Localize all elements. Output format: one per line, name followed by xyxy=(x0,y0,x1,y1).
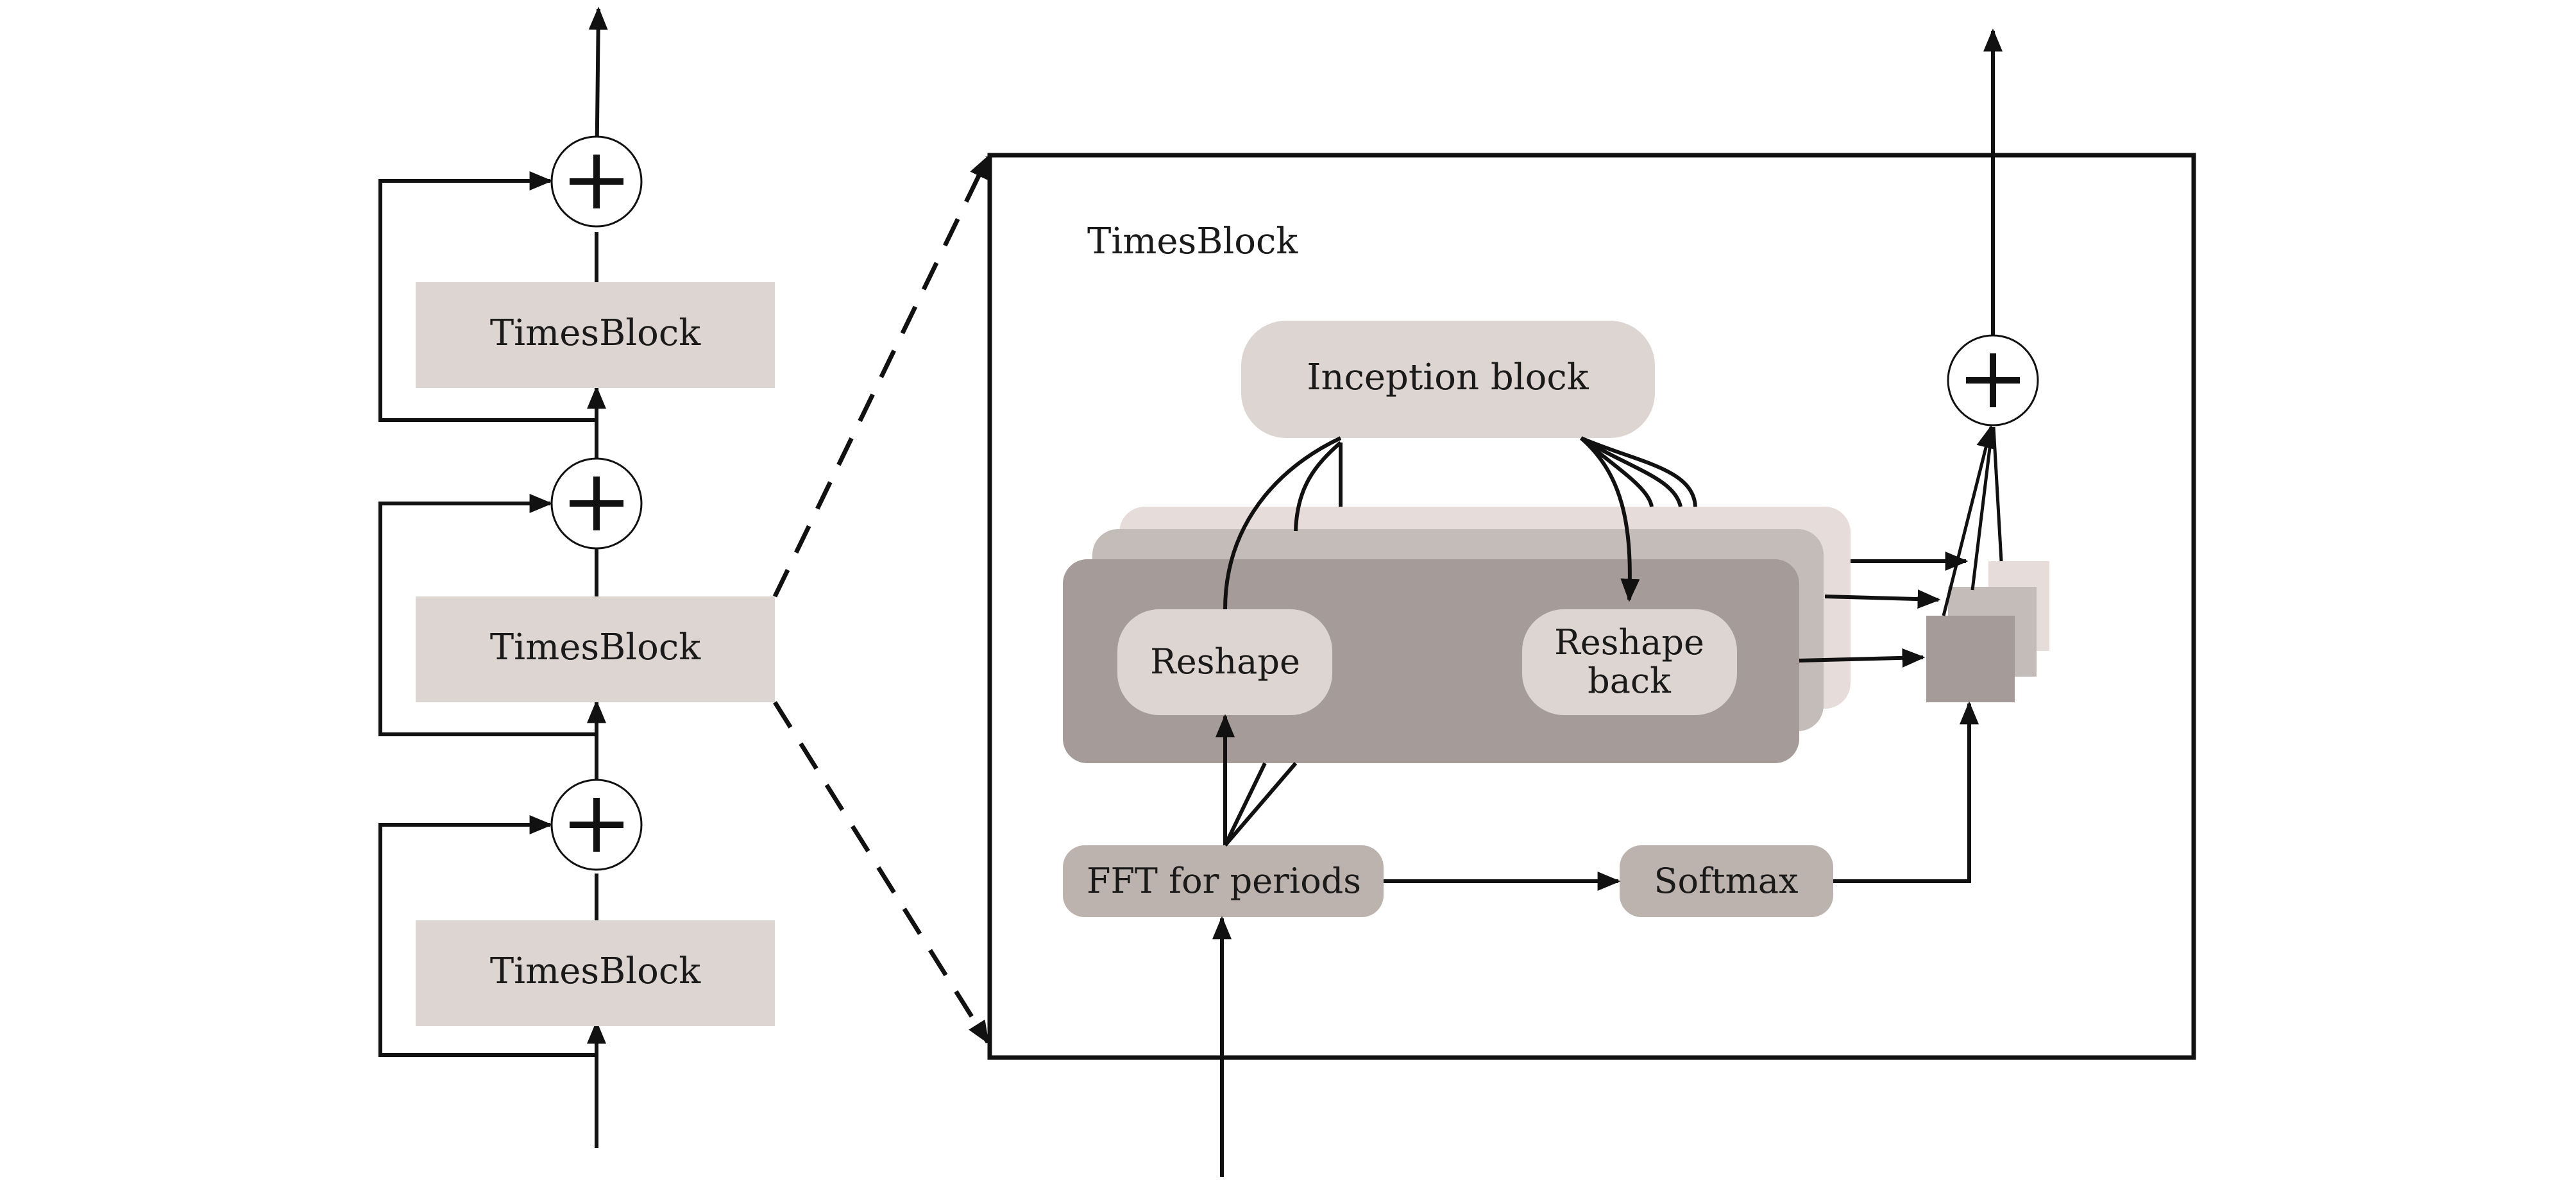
detail-title: TimesBlock xyxy=(1087,221,1298,262)
outputs-to-adder-lines xyxy=(1942,425,2003,616)
left-adder-bottom xyxy=(550,779,643,871)
softmax-block: Softmax xyxy=(1620,845,1833,917)
left-timesblock-top: TimesBlock xyxy=(416,282,775,388)
left-timesblock-bottom-label: TimesBlock xyxy=(490,950,701,992)
output-square-front xyxy=(1926,616,2015,702)
left-timesblock-middle-label: TimesBlock xyxy=(490,627,701,668)
reshape-back-label-line1: Reshape xyxy=(1554,622,1704,663)
layers-to-outputs-arrows xyxy=(1799,552,1969,668)
left-adder-middle xyxy=(550,457,643,550)
fft-label: FFT for periods xyxy=(1087,861,1361,901)
reshape-to-inception-lines xyxy=(1223,436,1343,610)
left-adder-top xyxy=(550,135,643,228)
zoom-dashed-lines xyxy=(772,155,990,1045)
reshape-back-block: Reshape back xyxy=(1522,609,1737,715)
left-timesblock-middle: TimesBlock xyxy=(416,596,775,702)
left-timesblock-top-label: TimesBlock xyxy=(490,312,701,354)
reshape-back-label-line2: back xyxy=(1588,661,1672,701)
fft-block: FFT for periods xyxy=(1063,845,1384,917)
inception-block: Inception block xyxy=(1241,321,1655,438)
reshape-label: Reshape xyxy=(1150,641,1300,682)
inception-to-reshape-back-lines xyxy=(1580,436,1697,602)
reshape-block: Reshape xyxy=(1117,609,1332,715)
right-adder xyxy=(1947,334,2039,426)
timesblock-detail-frame xyxy=(987,153,2196,1060)
softmax-to-outputs-arrow xyxy=(1833,701,1979,883)
left-timesblock-bottom: TimesBlock xyxy=(416,920,775,1026)
inception-block-label: Inception block xyxy=(1307,357,1589,398)
fft-to-reshape-lines xyxy=(1216,714,1298,847)
softmax-label: Softmax xyxy=(1654,861,1798,901)
